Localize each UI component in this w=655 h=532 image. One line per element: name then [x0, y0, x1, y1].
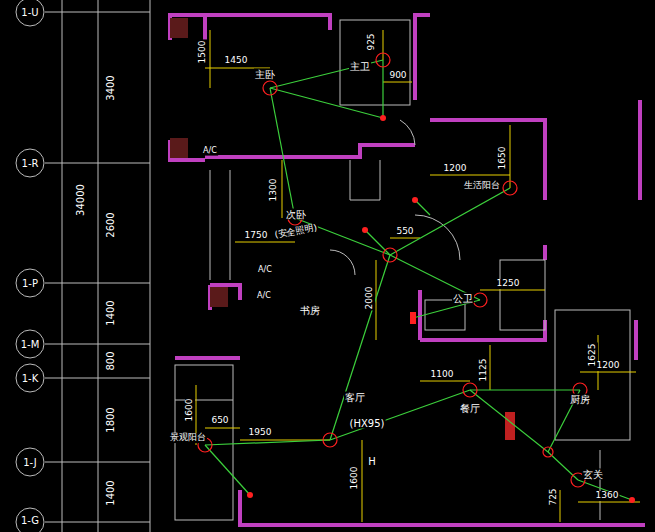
dimension-text: 1800: [105, 406, 116, 433]
dimension-text: 900: [388, 71, 407, 81]
axis-label: 1-U: [20, 7, 39, 18]
dimension-text: 1200: [443, 164, 468, 174]
dimension-text: 1650: [498, 146, 508, 171]
room-label: 公卫: [452, 293, 474, 304]
room-label: 生活阳台: [463, 181, 501, 191]
dimension-text: 1200: [596, 361, 621, 371]
room-label: 客厅: [344, 392, 366, 403]
dimension-text: 1600: [350, 466, 360, 491]
axis-label: 1-G: [20, 515, 40, 526]
room-label: 厨房: [569, 394, 591, 405]
axis-label: 1-P: [21, 278, 39, 289]
dimension-text: 1600: [185, 398, 195, 423]
dimension-text: 3400: [105, 74, 116, 101]
room-label: 书房: [299, 305, 321, 316]
axis-label: 1-R: [21, 158, 40, 169]
room-label: (HX95): [349, 418, 386, 429]
room-label: 玄关: [582, 469, 604, 480]
axis-label: 1-K: [21, 373, 40, 384]
room-label: 餐厅: [459, 403, 481, 414]
dimension-text: 725: [549, 487, 559, 506]
dimension-text: 1750: [244, 231, 269, 241]
room-label: 主卧: [254, 69, 276, 80]
axis-label: 1-M: [20, 339, 41, 350]
dimension-text: 1950: [248, 428, 273, 438]
dimension-text: 550: [395, 227, 414, 237]
room-label: 次卧: [285, 209, 307, 220]
dimension-text: 800: [105, 350, 116, 371]
room-label: A/C: [256, 292, 272, 301]
dimension-text: 1300: [269, 178, 279, 203]
room-label: 景观阳台: [169, 433, 207, 443]
dimension-text: 1125: [479, 358, 489, 383]
room-label: H: [367, 456, 377, 467]
dimension-text: 1500: [198, 40, 208, 65]
dimension-text: 1450: [224, 56, 249, 66]
room-label: 主卫: [349, 61, 371, 72]
dimension-text: 1400: [105, 479, 116, 506]
dimension-text: 1250: [496, 279, 521, 289]
dimension-text: 2600: [105, 211, 116, 238]
dimension-text: 1100: [430, 370, 455, 380]
dimension-text: 650: [210, 416, 229, 426]
axis-label: 1-J: [22, 457, 37, 468]
dimension-text: 1400: [105, 299, 116, 326]
dimension-text: 1360: [595, 491, 620, 501]
room-label: A/C: [257, 266, 273, 275]
room-label: A/C: [202, 147, 218, 156]
dimension-text: 34000: [75, 183, 86, 217]
dimension-text: 2000: [365, 286, 375, 311]
dimension-text: 925: [367, 32, 377, 51]
